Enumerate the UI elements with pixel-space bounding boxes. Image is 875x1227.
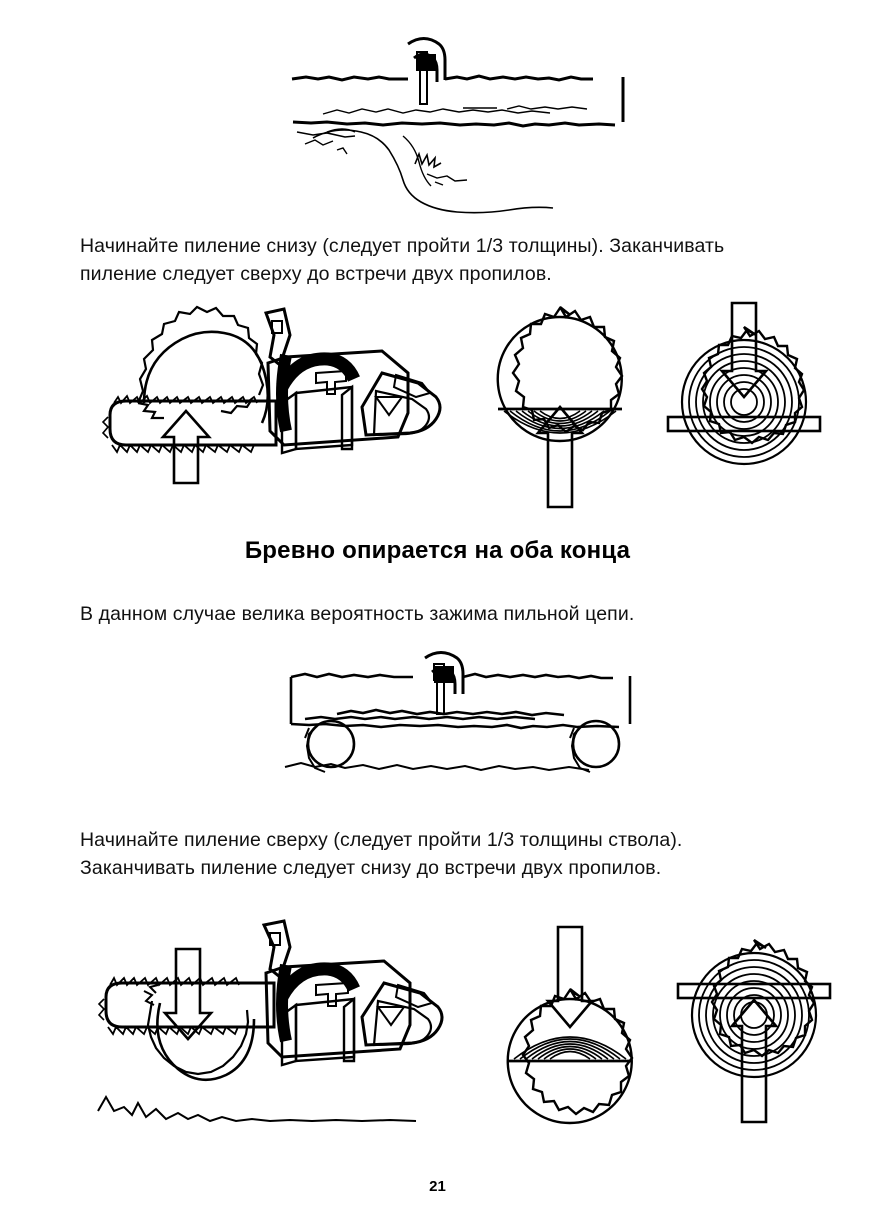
chainsaw-guide-bar xyxy=(97,975,276,1036)
cut-direction-arrow-up xyxy=(160,409,212,485)
chainsaw-bar-icon xyxy=(407,37,447,105)
paragraph-start-cut-from-above: Начинайте пиление сверху (следует пройти… xyxy=(80,829,683,879)
section-heading-log-supported-both-ends: Бревно опирается на оба конца xyxy=(244,537,631,564)
page-number: 21 xyxy=(429,1178,446,1195)
log-rings-bar-down-diagram xyxy=(662,301,827,490)
log-cross-section-cut-top-diagram xyxy=(488,925,653,1150)
support-log-left xyxy=(304,719,356,773)
log-cross-section-cut-bottom-diagram xyxy=(478,303,643,509)
chainsaw-cutting-upward-diagram xyxy=(100,303,445,508)
log-rings-bar-up-diagram xyxy=(672,932,837,1147)
chainsaw-body xyxy=(261,919,444,1067)
chainsaw-bar-icon xyxy=(424,651,465,715)
chainsaw-cutting-downward-diagram xyxy=(90,919,455,1125)
log-icon xyxy=(143,984,256,1082)
support-log-right xyxy=(569,719,621,773)
chainsaw-body xyxy=(264,307,442,455)
log-supported-both-ends-diagram xyxy=(275,651,640,777)
log-lying-on-ground-diagram xyxy=(275,32,635,214)
chainsaw-guide-bar xyxy=(101,394,278,454)
paragraph-start-cut-from-below: Начинайте пиление снизу (следует пройти … xyxy=(80,235,725,285)
paragraph-pinch-risk: В данном случае велика вероятность зажим… xyxy=(80,603,635,625)
log-icon xyxy=(136,305,270,424)
cut-direction-arrow-down xyxy=(162,947,214,1041)
